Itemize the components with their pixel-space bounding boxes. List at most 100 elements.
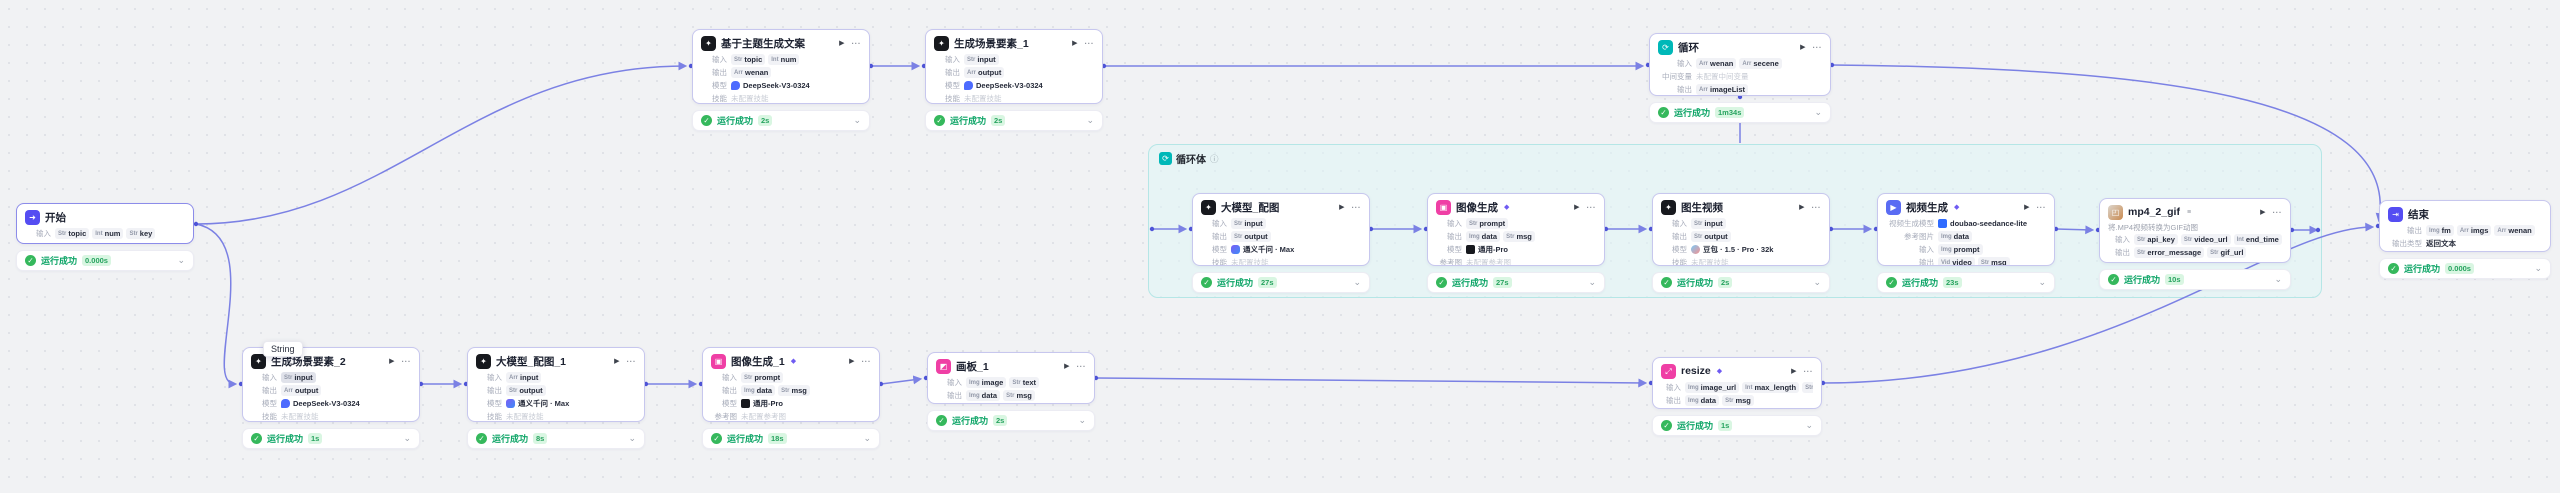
run-node-button[interactable]: ▶: [2024, 204, 2030, 211]
run-node-button[interactable]: ▶: [1064, 363, 1070, 370]
run-node-button[interactable]: ▶: [849, 358, 855, 365]
run-node-button[interactable]: ▶: [1791, 368, 1797, 375]
chevron-down-icon[interactable]: ⌄: [1588, 277, 1596, 287]
chevron-down-icon[interactable]: ⌄: [863, 433, 871, 443]
node-menu-button[interactable]: ···: [1351, 202, 1361, 212]
chevron-down-icon[interactable]: ⌄: [2534, 263, 2542, 273]
node-menu-button[interactable]: ···: [2036, 202, 2046, 212]
run-node-button[interactable]: ▶: [614, 358, 620, 365]
run-node-button[interactable]: ▶: [1072, 40, 1078, 47]
run-node-button[interactable]: ▶: [2260, 209, 2266, 216]
chevron-down-icon[interactable]: ⌄: [1353, 277, 1361, 287]
run-node-button[interactable]: ▶: [1800, 44, 1806, 51]
chevron-down-icon[interactable]: ⌄: [177, 255, 185, 265]
param-tag[interactable]: Strmode: [1802, 382, 1813, 393]
chevron-down-icon[interactable]: ⌄: [628, 433, 636, 443]
chevron-down-icon[interactable]: ⌄: [853, 115, 861, 125]
chevron-down-icon[interactable]: ⌄: [403, 433, 411, 443]
node-menu-button[interactable]: ···: [1811, 202, 1821, 212]
chevron-down-icon[interactable]: ⌄: [2038, 277, 2046, 287]
node-menu-button[interactable]: ···: [401, 356, 411, 366]
run-node-button[interactable]: ▶: [389, 358, 395, 365]
info-icon[interactable]: ⓘ: [1210, 153, 1219, 164]
node-menu-button[interactable]: ···: [626, 356, 636, 366]
chevron-down-icon[interactable]: ⌄: [1086, 115, 1094, 125]
node-menu-button[interactable]: ···: [1803, 366, 1813, 376]
node-menu-button[interactable]: ···: [1586, 202, 1596, 212]
chevron-down-icon[interactable]: ⌄: [1813, 277, 1821, 287]
node-menu-button[interactable]: ···: [1076, 361, 1086, 371]
run-node-button[interactable]: ▶: [1799, 204, 1805, 211]
chevron-down-icon[interactable]: ⌄: [1805, 420, 1813, 430]
chevron-down-icon[interactable]: ⌄: [1814, 107, 1822, 117]
chevron-down-icon[interactable]: ⌄: [2274, 274, 2282, 284]
node-menu-button[interactable]: ···: [1084, 38, 1094, 48]
